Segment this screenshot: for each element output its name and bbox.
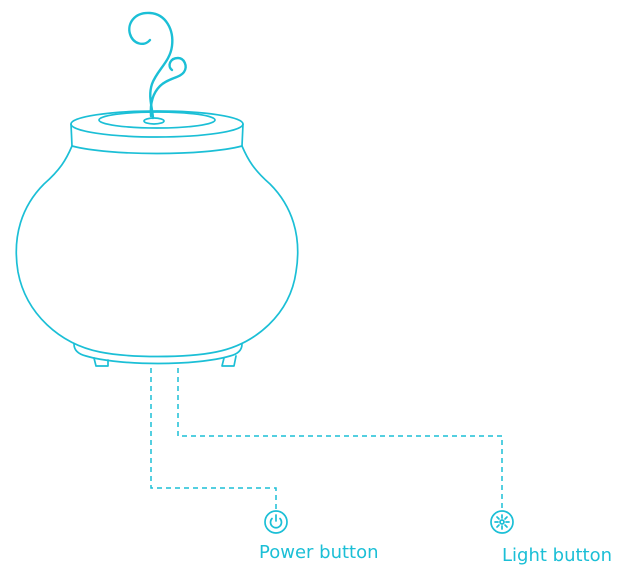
power-leader-line [150, 368, 277, 510]
light-button-label: Light button [502, 545, 613, 566]
power-icon [264, 510, 288, 534]
steam-swirl-icon [128, 11, 187, 120]
light-icon [490, 510, 514, 534]
power-button-label: Power button [259, 542, 379, 563]
diffuser-body [15, 110, 299, 367]
light-leader-line [177, 368, 503, 510]
